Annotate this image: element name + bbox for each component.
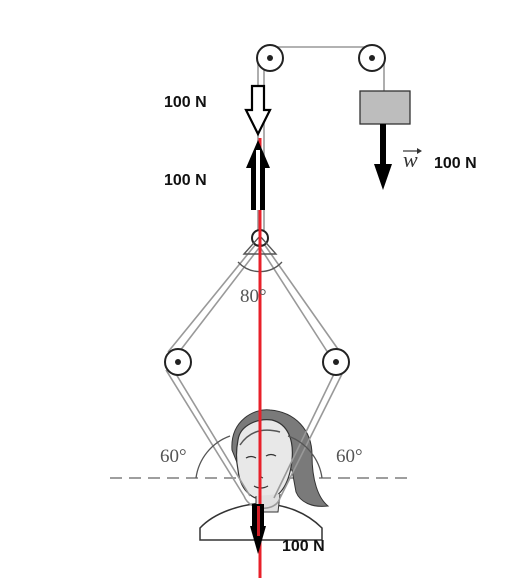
- label-angle-right: 60°: [336, 446, 363, 467]
- tension-arrow-up: [246, 140, 270, 210]
- pulley-right: [322, 348, 350, 376]
- weight-block: [359, 90, 411, 125]
- angle-arc-right: [287, 435, 323, 479]
- label-angle-left: 60°: [160, 446, 187, 467]
- label-tension-top-down: 100 N: [164, 94, 207, 111]
- pulley-top-left: [256, 44, 284, 72]
- angle-arc-left: [195, 435, 231, 479]
- tension-arrow-top-down: [244, 84, 272, 137]
- pulley-top-right: [358, 44, 386, 72]
- tension-arrow-bottom: [250, 504, 266, 554]
- label-weight-value: 100 N: [434, 155, 477, 172]
- weight-arrow: [374, 124, 392, 190]
- label-angle-top: 80°: [240, 286, 267, 307]
- label-tension-bottom: 100 N: [282, 538, 325, 555]
- weight-symbol: w: [403, 147, 418, 172]
- patient-figure: [199, 409, 330, 541]
- weight-vector-label: w: [403, 147, 422, 172]
- pulley-left: [164, 348, 192, 376]
- label-tension-top-up: 100 N: [164, 172, 207, 189]
